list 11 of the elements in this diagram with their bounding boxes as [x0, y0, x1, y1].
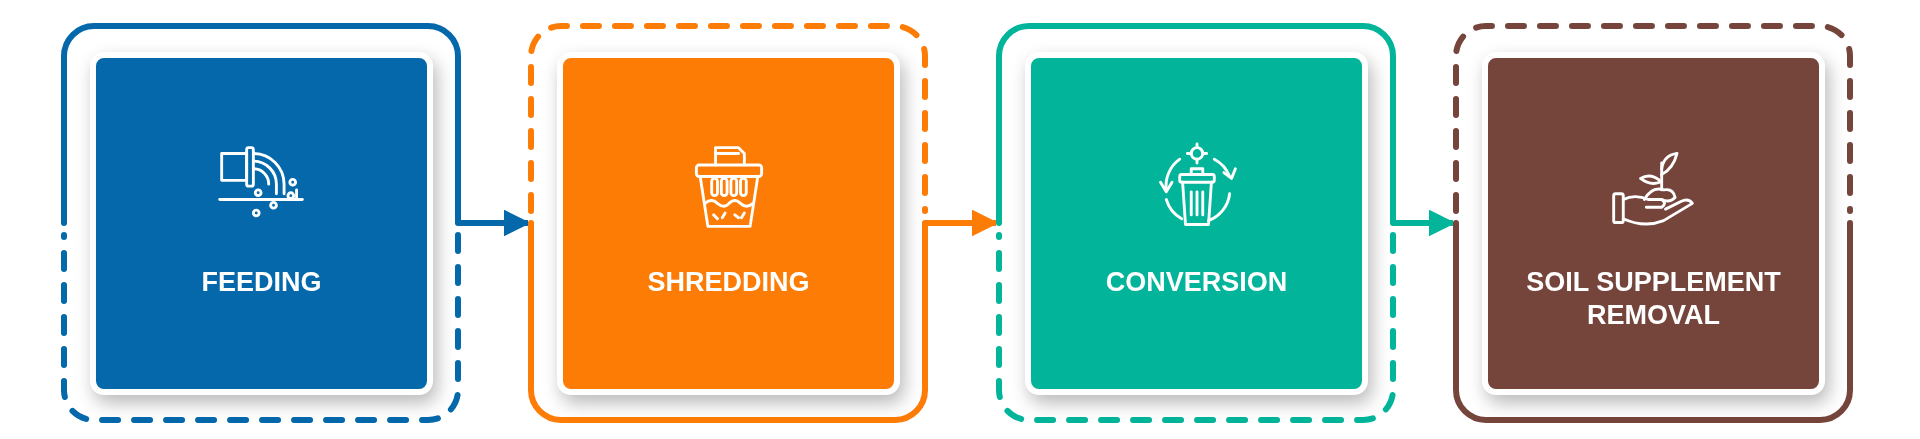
arrow — [925, 209, 999, 237]
rounded-frame — [996, 23, 1396, 423]
step-label: FEEDING — [200, 266, 323, 299]
step-label: CONVERSION — [1104, 266, 1289, 299]
arrow — [1393, 209, 1456, 237]
step-label: SHREDDING — [646, 266, 811, 299]
arrow — [458, 209, 531, 237]
rounded-frame — [528, 23, 928, 423]
rounded-frame — [1453, 23, 1853, 423]
rounded-frame — [61, 23, 461, 423]
step-label: SOIL SUPPLEMENT REMOVAL — [1525, 266, 1782, 332]
